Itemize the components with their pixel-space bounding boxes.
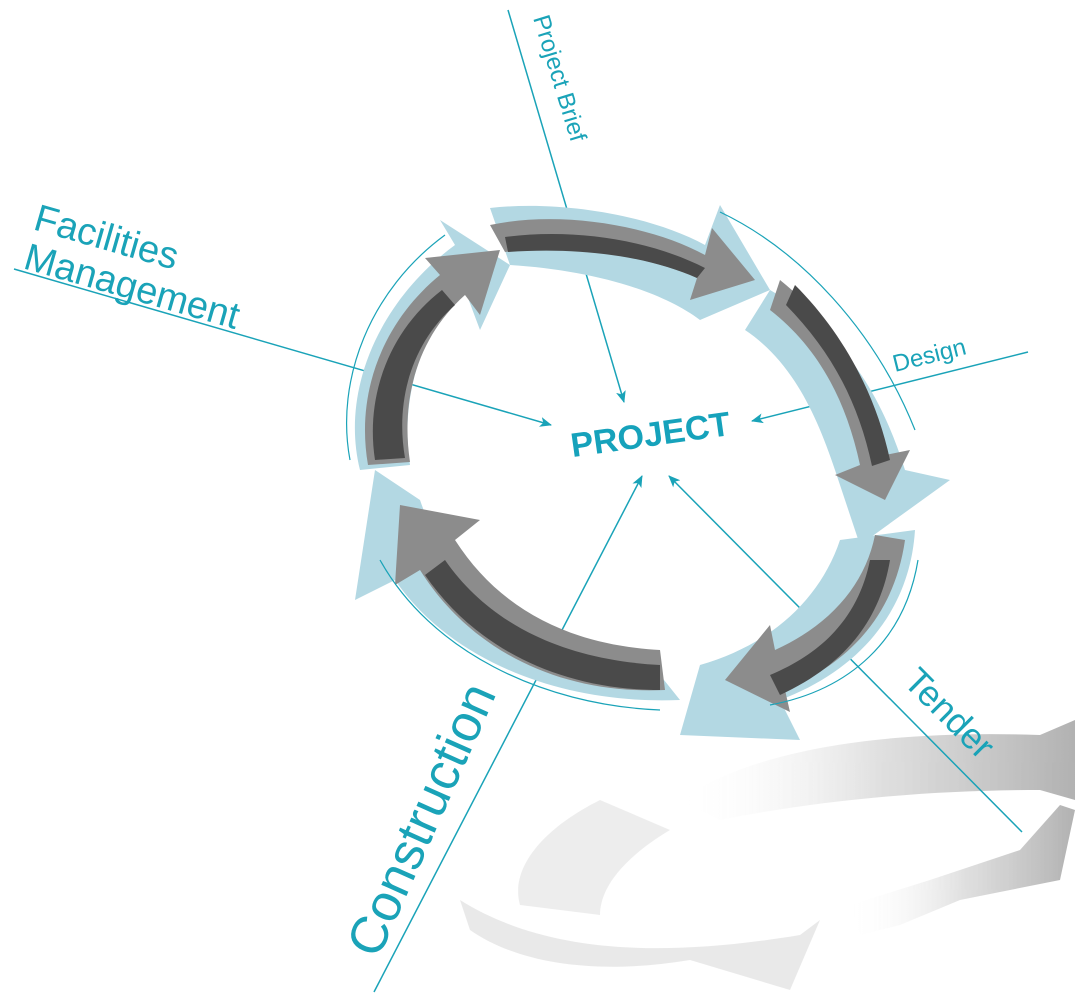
cycle-ring <box>346 205 950 740</box>
arrow-tender-to-construction <box>725 535 905 712</box>
stage-label-facilities: Facilities Management <box>20 197 245 338</box>
stage-label-design: Design <box>890 334 969 378</box>
facilities-line <box>13 268 552 427</box>
stage-label-project-brief: Project Brief <box>527 12 591 145</box>
design-line <box>751 351 1029 424</box>
cycle-reflection <box>460 720 1075 990</box>
construction-line <box>373 475 643 993</box>
project-brief-line <box>507 9 626 403</box>
center-label: PROJECT <box>568 405 733 465</box>
arrow-construction-to-facilities <box>395 505 665 691</box>
